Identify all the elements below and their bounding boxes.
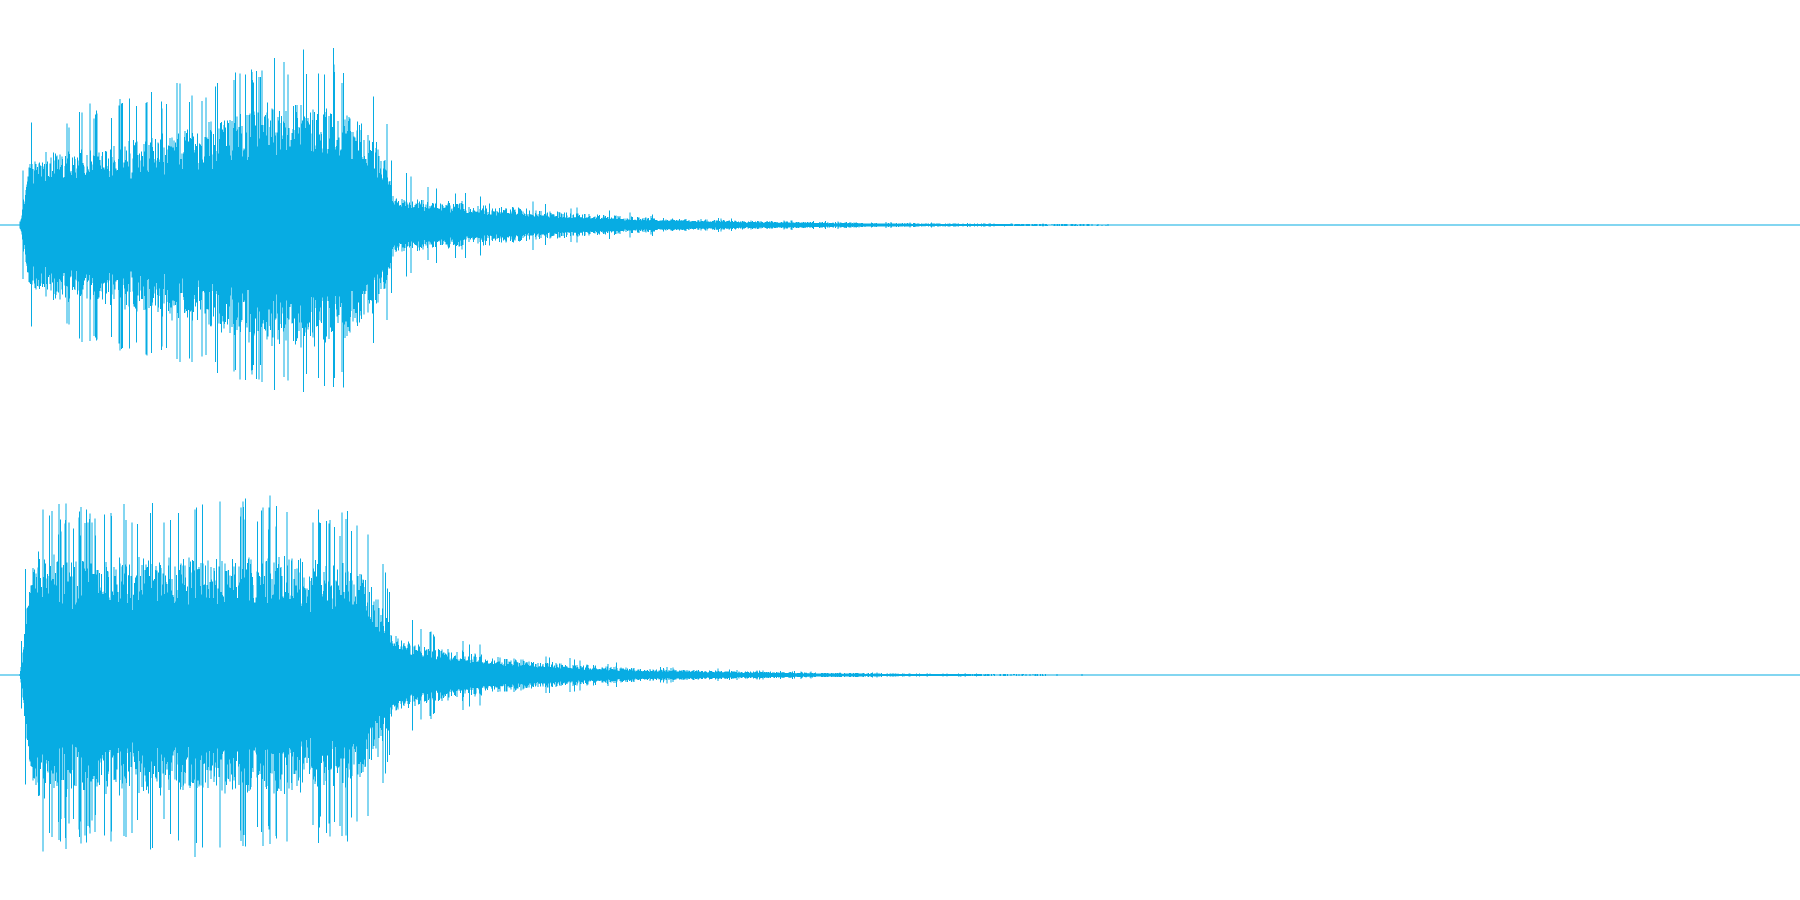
channel-right-waveform — [0, 495, 1800, 858]
channel-amplitude-core — [19, 593, 1160, 757]
channel-left-waveform — [0, 48, 1800, 392]
channel-amplitude-core — [19, 144, 1195, 306]
